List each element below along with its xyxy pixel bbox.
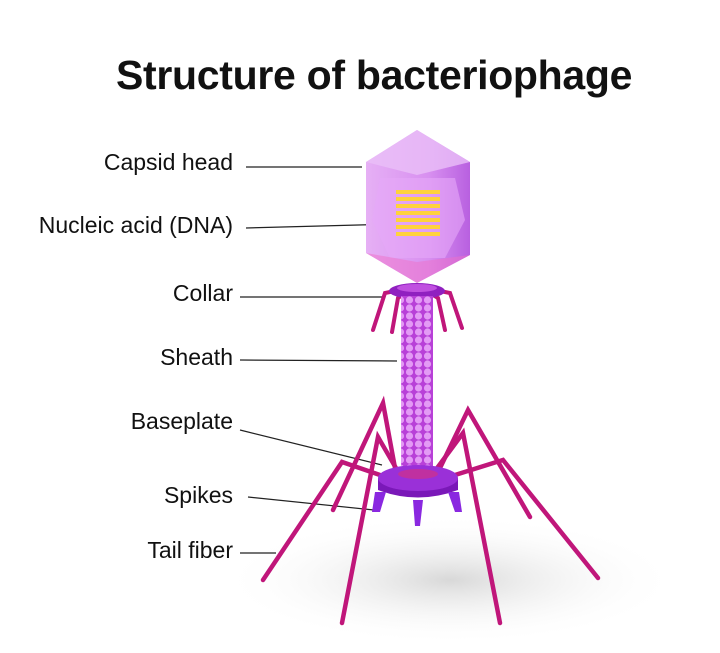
- shadow: [220, 515, 680, 645]
- diagram-title: Structure of bacteriophage: [116, 52, 633, 98]
- label-nucleic-acid: Nucleic acid (DNA): [38, 212, 233, 238]
- baseplate: [378, 465, 458, 498]
- label-sheath: Sheath: [160, 344, 233, 370]
- dna: [396, 190, 440, 236]
- label-tail-fiber: Tail fiber: [147, 537, 233, 563]
- sheath: [401, 296, 433, 466]
- label-spikes: Spikes: [163, 482, 233, 508]
- tail-fibers: [260, 395, 601, 626]
- label-collar: Collar: [172, 280, 233, 306]
- label-baseplate: Baseplate: [130, 408, 233, 434]
- spikes: [372, 492, 462, 526]
- label-capsid-head: Capsid head: [103, 149, 233, 175]
